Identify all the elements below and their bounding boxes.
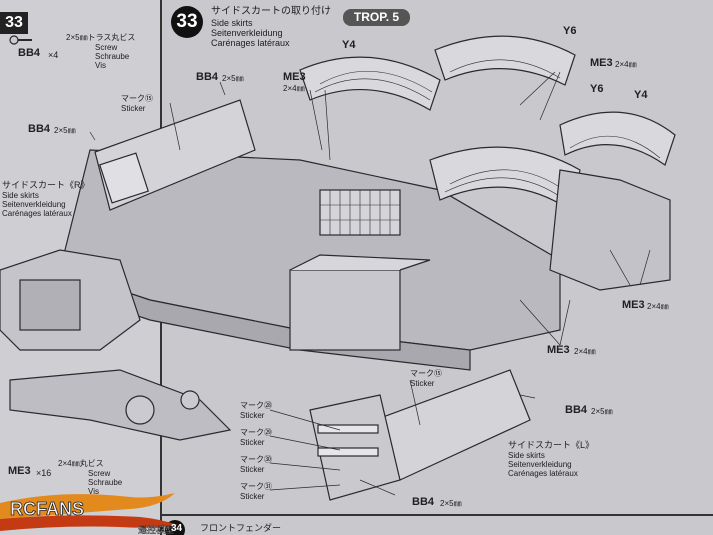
bb4-desc-en: Screw xyxy=(95,43,118,52)
me3-code: ME3 xyxy=(8,465,31,477)
callout-me3-a-size: 2×4㎜ xyxy=(283,84,305,93)
sticker-28-jp: マーク㉘ xyxy=(240,401,272,410)
callout-bb4-c-size: 2×5㎜ xyxy=(591,407,613,416)
callout-bb4-d-size: 2×5㎜ xyxy=(440,499,462,508)
skirt-l-de: Seitenverkleidung xyxy=(508,460,572,469)
me3-desc-jp: 2×4㎜丸ビス xyxy=(58,459,104,468)
next-step-title-jp: フロントフェンダー xyxy=(200,523,282,533)
me3-desc-en: Screw xyxy=(88,469,111,478)
callout-y6-a: Y6 xyxy=(563,25,577,37)
callout-bb4-b-size: 2×5㎜ xyxy=(222,74,244,83)
trop-badge: TROP. 5 xyxy=(343,9,410,26)
bb4-desc-fr: Vis xyxy=(95,61,106,70)
callout-me3-b-size: 2×4㎜ xyxy=(615,60,637,69)
callout-y4-a: Y4 xyxy=(342,39,356,51)
sticker-15-bottom-en: Sticker xyxy=(410,379,435,388)
step-number-badge: 33 xyxy=(171,6,203,38)
callout-me3-a: ME3 xyxy=(283,71,306,83)
sticker-15-top-en: Sticker xyxy=(121,104,146,113)
watermark-subtext: 遥控模型 xyxy=(138,524,174,535)
callout-y4-b: Y4 xyxy=(634,89,648,101)
bb4-desc-de: Schraube xyxy=(95,52,130,61)
sticker-30-jp: マーク㉚ xyxy=(240,455,272,464)
skirt-r-de: Seitenverkleidung xyxy=(2,200,66,209)
sticker-28-en: Sticker xyxy=(240,411,265,420)
step-title-de: Seitenverkleidung xyxy=(211,28,283,38)
callout-me3-b: ME3 xyxy=(590,57,613,69)
sticker-15-top-jp: マーク⑮ xyxy=(121,94,153,103)
skirt-r-en: Side skirts xyxy=(2,191,39,200)
skirt-r-jp: サイドスカート《R》 xyxy=(2,180,90,190)
callout-bb4-d: BB4 xyxy=(412,496,435,508)
skirt-l-jp: サイドスカート《L》 xyxy=(508,440,595,450)
skirt-l-fr: Carénages latéraux xyxy=(508,469,578,478)
me3-desc-fr: Vis xyxy=(88,487,99,496)
callout-me3-d-size: 2×4㎜ xyxy=(574,347,596,356)
callout-me3-c-size: 2×4㎜ xyxy=(647,302,669,311)
bb4-desc-jp: 2×5㎜トラス丸ビス xyxy=(66,33,136,42)
sticker-29-jp: マーク㉙ xyxy=(240,428,272,437)
rcfans-watermark-logo: RCFANS 遥控模型 xyxy=(0,485,180,535)
callout-me3-c: ME3 xyxy=(622,299,645,311)
callout-bb4-c: BB4 xyxy=(565,404,588,416)
me3-desc-de: Schraube xyxy=(88,478,123,487)
sticker-30-en: Sticker xyxy=(240,465,265,474)
watermark-text: RCFANS xyxy=(10,499,84,519)
previous-step-number: 33 xyxy=(0,12,28,34)
step-title-fr: Carénages latéraux xyxy=(211,38,290,48)
callout-y6-b: Y6 xyxy=(590,83,604,95)
callout-bb4-b: BB4 xyxy=(196,71,219,83)
step-title-jp: サイドスカートの取り付け xyxy=(211,6,331,17)
sticker-31-jp: マーク㉛ xyxy=(240,482,272,491)
skirt-l-en: Side skirts xyxy=(508,451,545,460)
skirt-r-fr: Carénages latéraux xyxy=(2,209,72,218)
callout-bb4-a: BB4 xyxy=(28,123,51,135)
me3-qty: ×16 xyxy=(36,468,52,478)
sticker-29-en: Sticker xyxy=(240,438,265,447)
step-title-en: Side skirts xyxy=(211,18,253,28)
bb4-code: BB4 xyxy=(18,47,41,59)
sticker-15-bottom-jp: マーク⑮ xyxy=(410,369,442,378)
callout-bb4-a-size: 2×5㎜ xyxy=(54,126,76,135)
callout-me3-d: ME3 xyxy=(547,344,570,356)
sticker-31-en: Sticker xyxy=(240,492,265,501)
bb4-qty: ×4 xyxy=(48,50,59,60)
next-step-number: 34 xyxy=(171,523,183,534)
